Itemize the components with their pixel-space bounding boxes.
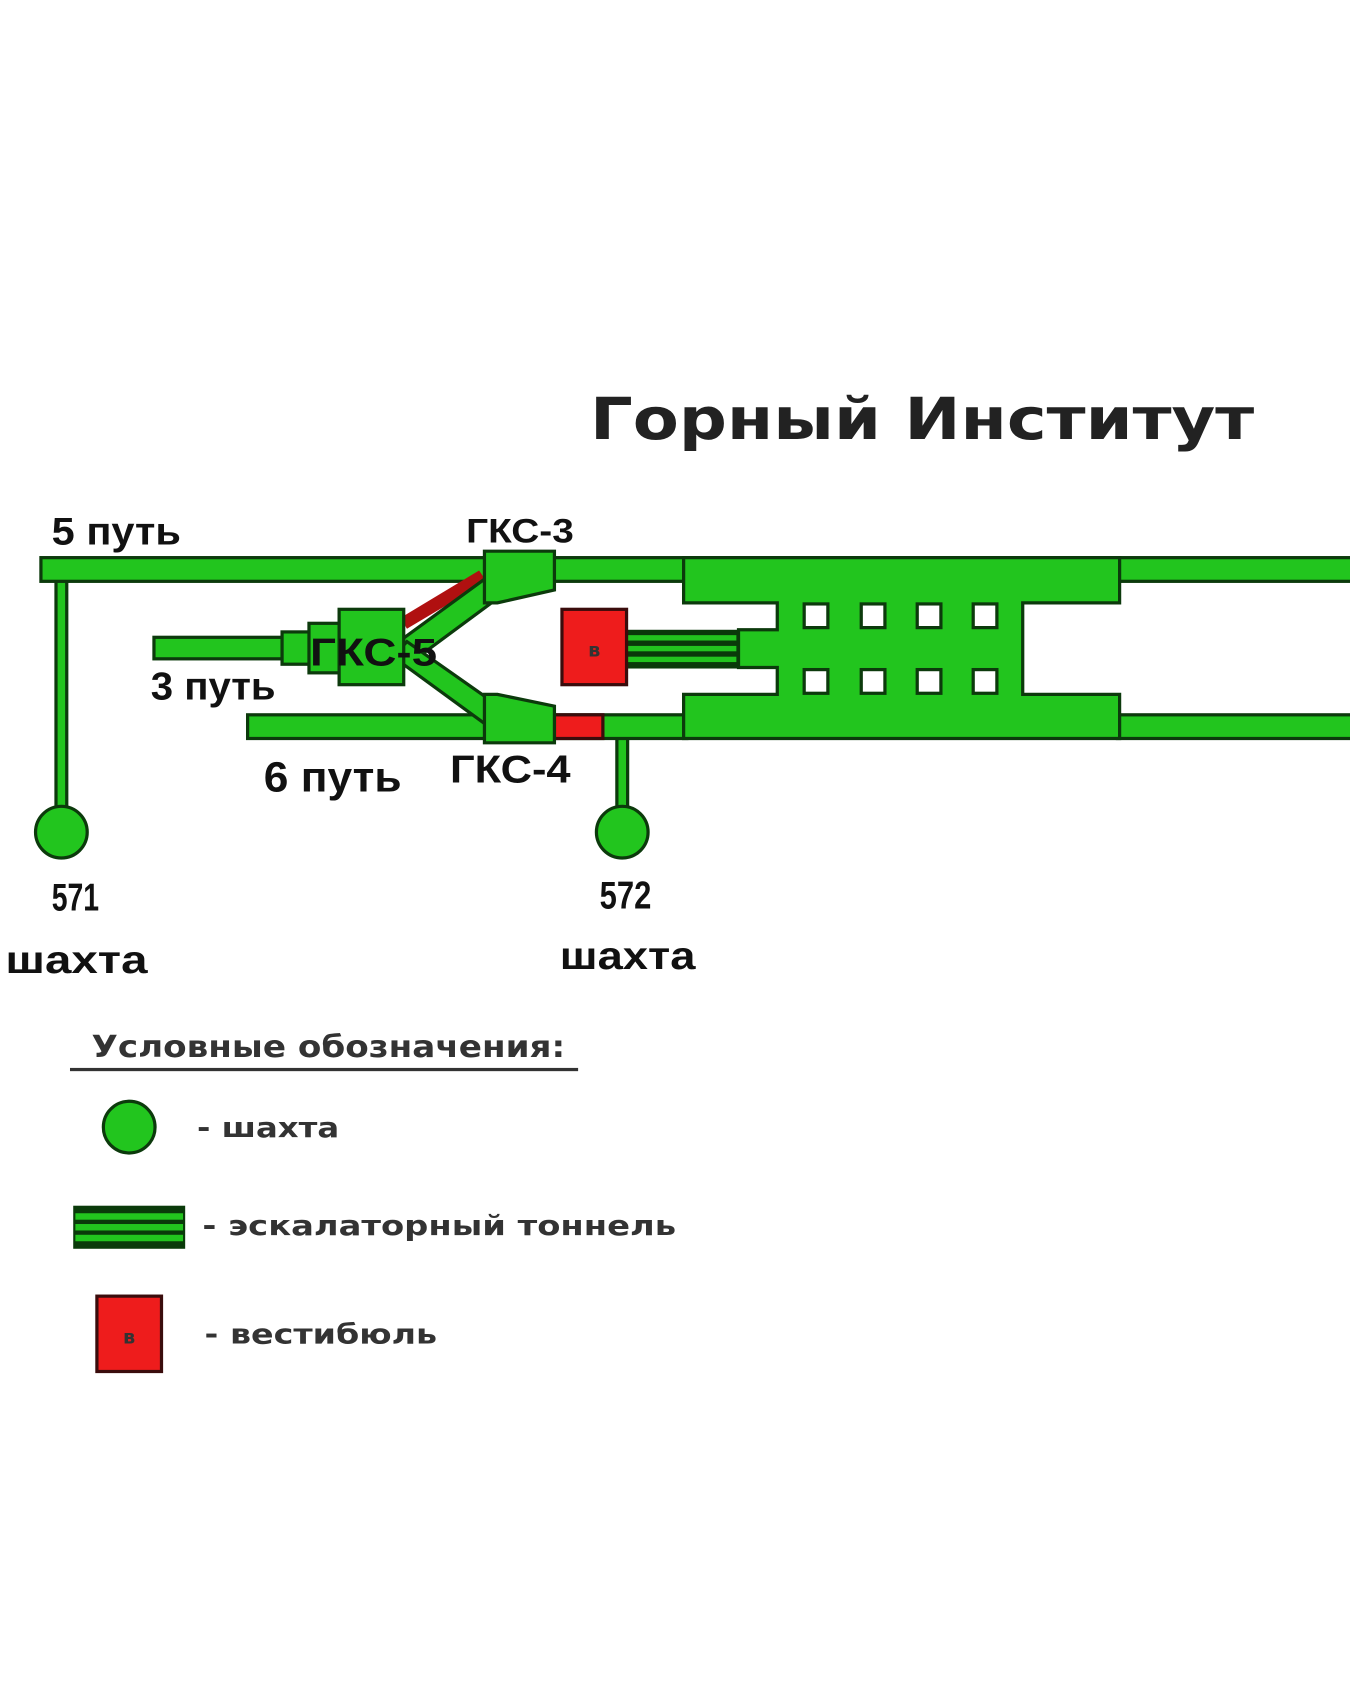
shaft-571-passage — [54, 575, 69, 811]
label-track-5: 5 путь — [52, 511, 181, 554]
vestibule — [560, 607, 629, 687]
legend-vestibule-symbol — [95, 1294, 164, 1374]
label-shaft-571-number: 571 — [52, 877, 99, 920]
label-track-3: 3 путь — [151, 666, 276, 709]
shaft-572 — [594, 804, 650, 860]
label-gks5: ГКС-5 — [310, 631, 437, 674]
track-6-red-section — [552, 713, 605, 741]
escalator-tunnel — [624, 629, 739, 669]
label-shaft-572-number: 572 — [600, 875, 652, 918]
legend-escalator-label: - эскалаторный тоннель — [202, 1209, 676, 1242]
branch-red-upper — [400, 570, 487, 629]
label-shaft-572: шахта — [560, 935, 696, 978]
legend-shaft-symbol — [101, 1099, 157, 1155]
station-title: Горный Институт — [590, 385, 1255, 453]
legend-heading: Условные обозначения: — [92, 1030, 566, 1065]
vestibule-letter: в — [588, 639, 600, 662]
gks4-chamber — [482, 692, 557, 745]
shaft-572-passage — [615, 734, 630, 811]
track-5 — [39, 556, 689, 583]
gks3-chamber — [482, 549, 557, 605]
label-shaft-571: шахта — [5, 939, 148, 982]
legend-shaft-label: - шахта — [197, 1111, 339, 1144]
label-track-6: 6 путь — [264, 753, 402, 801]
legend: Условные обозначения: - шахта - эскалато… — [69, 1030, 676, 1374]
track-3 — [152, 635, 287, 661]
legend-vestibule-letter: в — [123, 1326, 135, 1349]
track-5-east — [1115, 556, 1350, 583]
shaft-571 — [33, 804, 89, 860]
legend-underline — [69, 1067, 579, 1072]
track-6 — [246, 713, 689, 741]
track-6-east — [1115, 713, 1350, 741]
label-gks4: ГКС-4 — [450, 749, 571, 792]
legend-vestibule-label: - вестибюль — [205, 1318, 438, 1351]
platform-hall — [681, 556, 1122, 741]
platform-openings — [802, 602, 999, 695]
label-gks3: ГКС-3 — [466, 513, 574, 551]
gks5-chamber — [337, 607, 406, 687]
legend-escalator-symbol — [73, 1205, 186, 1249]
